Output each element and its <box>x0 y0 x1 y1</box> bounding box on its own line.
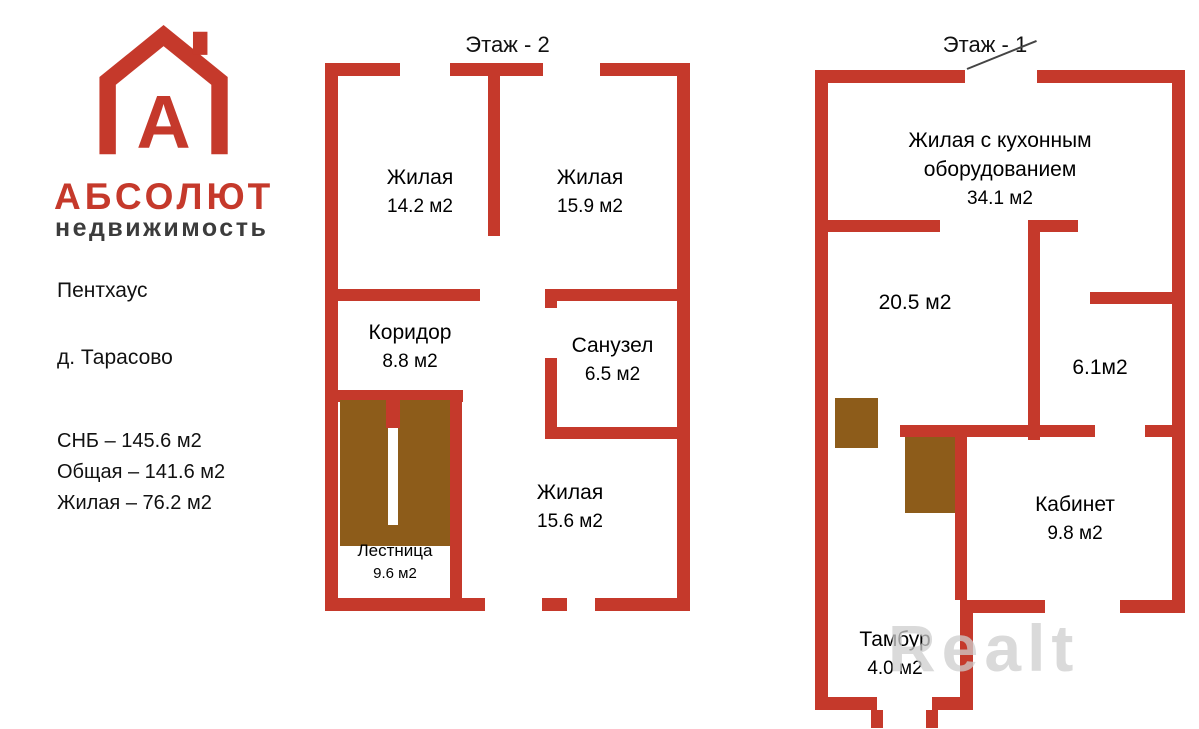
floor1-title: Этаж - 1 <box>942 32 1028 57</box>
logo-letter: А <box>136 79 190 160</box>
door-jamb <box>926 710 938 728</box>
stairs-block <box>905 437 955 513</box>
wall <box>488 76 500 236</box>
room-name: Жилая <box>386 166 454 189</box>
wall <box>960 600 973 710</box>
room-area: 4.0 м2 <box>867 658 923 679</box>
room-name: Коридор <box>368 321 452 344</box>
door-opening <box>877 697 932 710</box>
window-opening <box>400 63 450 76</box>
closet-block <box>835 398 878 448</box>
room-label-hall: 20.5 м2 <box>855 288 975 317</box>
floor1-plan: Жилая с кухонным оборудованием 34.1 м2 2… <box>815 39 1185 729</box>
room-area: 6.1м2 <box>1072 356 1128 379</box>
door-jamb <box>871 710 883 728</box>
wall <box>386 390 400 428</box>
floor2-title: Этаж - 2 <box>465 32 550 57</box>
wall <box>338 289 480 301</box>
wall <box>1028 220 1078 232</box>
room-label-small-room: 6.1м2 <box>1045 353 1155 382</box>
room-area: 34.1 м2 <box>967 188 1033 209</box>
room-name: Лестница <box>357 541 433 560</box>
room-area: 14.2 м2 <box>387 196 453 217</box>
window-opening <box>567 598 595 611</box>
window-opening <box>1045 600 1120 613</box>
wall <box>1028 220 1040 440</box>
wall <box>1090 292 1172 304</box>
wall <box>450 390 462 598</box>
property-type: Пентхаус <box>57 279 148 302</box>
room-label-living1: Жилая 14.2 м2 <box>345 163 495 221</box>
room-label-bathroom: Санузел 6.5 м2 <box>550 331 675 389</box>
room-label-living2: Жилая 15.9 м2 <box>510 163 670 221</box>
room-label-corridor: Коридор 8.8 м2 <box>345 318 475 376</box>
room-area: 8.8 м2 <box>382 351 438 372</box>
wall <box>545 427 677 439</box>
wall <box>815 70 828 710</box>
room-label-kitchen-living: Жилая с кухонным оборудованием 34.1 м2 <box>845 126 1155 213</box>
room-label-cabinet: Кабинет 9.8 м2 <box>995 490 1155 548</box>
room-label-tambour: Тамбур 4.0 м2 <box>840 625 950 683</box>
brand-subname: недвижимость <box>55 214 269 242</box>
wall <box>900 425 1095 437</box>
room-area: 15.6 м2 <box>537 511 603 532</box>
house-outline-icon <box>99 25 228 155</box>
wall <box>325 63 690 76</box>
floor2-plan: Жилая 14.2 м2 Жилая 15.9 м2 Коридор 8.8 … <box>325 63 690 611</box>
wall <box>677 63 690 611</box>
room-name: Жилая с кухонным оборудованием <box>908 129 1092 181</box>
wall <box>1145 425 1172 437</box>
room-area: 9.6 м2 <box>373 565 417 582</box>
wall <box>338 390 463 402</box>
room-name: Жилая <box>556 166 624 189</box>
window-opening <box>543 63 600 76</box>
wall <box>1172 70 1185 613</box>
property-location: д. Тарасово <box>57 346 173 369</box>
door-opening <box>545 308 557 358</box>
brand-house-logo: А <box>99 25 228 160</box>
realt-watermark: Realt <box>888 611 1080 685</box>
room-label-stairs: Лестница 9.6 м2 <box>340 539 450 585</box>
room-area: 15.9 м2 <box>557 196 623 217</box>
window-opening <box>485 598 542 611</box>
room-label-living3: Жилая 15.6 м2 <box>475 478 665 536</box>
room-area: 20.5 м2 <box>878 291 952 314</box>
room-name: Кабинет <box>1035 493 1115 516</box>
stat-snb: СНБ – 145.6 м2 <box>57 430 202 452</box>
room-area: 6.5 м2 <box>584 364 641 385</box>
stairs-gap <box>388 400 398 525</box>
area-stats: СНБ – 145.6 м2 Общая – 141.6 м2 Жилая – … <box>57 426 225 519</box>
stat-living: Жилая – 76.2 м2 <box>57 492 212 514</box>
room-name: Тамбур <box>859 628 931 651</box>
room-name: Санузел <box>571 334 654 357</box>
wall <box>828 220 940 232</box>
stat-total: Общая – 141.6 м2 <box>57 461 226 483</box>
wall <box>955 437 967 600</box>
wall <box>545 289 677 301</box>
door-opening <box>965 70 1037 83</box>
room-area: 9.8 м2 <box>1047 523 1103 544</box>
room-name: Жилая <box>536 481 604 504</box>
brand-name: АБСОЛЮТ <box>54 176 275 217</box>
wall <box>325 63 338 611</box>
